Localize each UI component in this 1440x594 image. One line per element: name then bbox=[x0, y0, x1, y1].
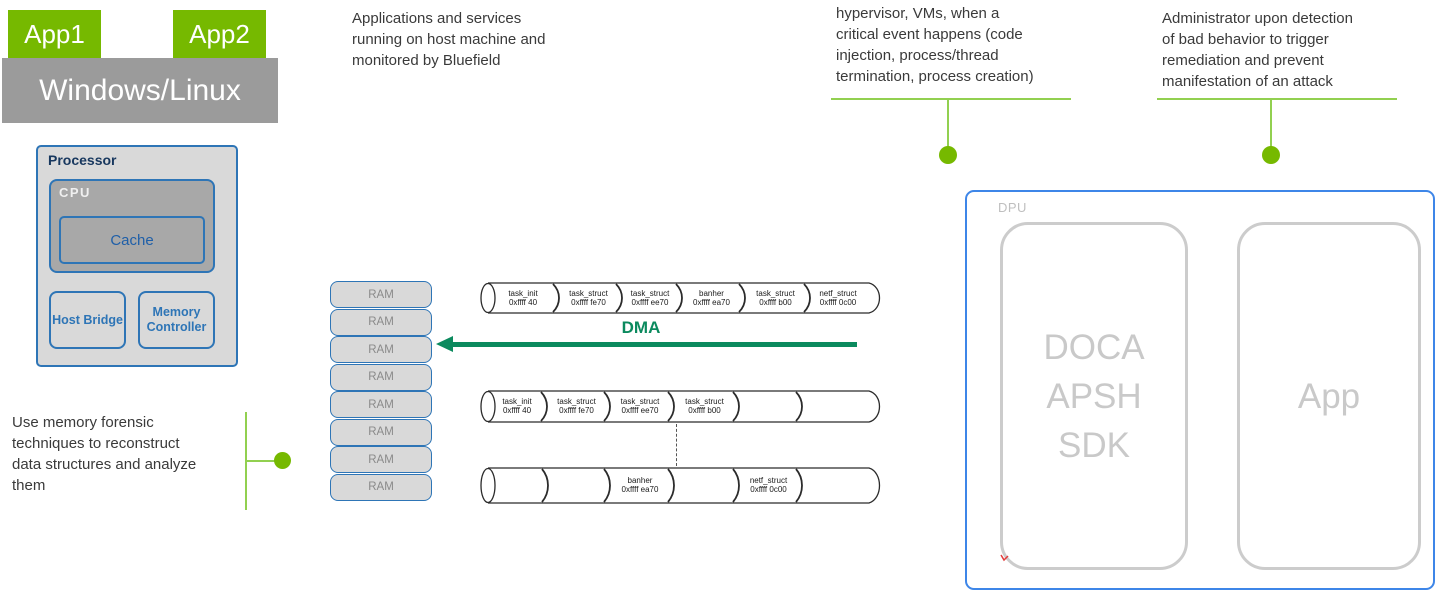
dpu-box: DPU DOCA APSH SDK App bbox=[965, 190, 1435, 590]
dma-label: DMA bbox=[621, 318, 661, 337]
doca-apsh-sdk-box: DOCA APSH SDK bbox=[1000, 222, 1188, 570]
host-app2-box: App2 bbox=[173, 10, 266, 58]
processor-box: Processor CPU Cache Host Bridge Memory C… bbox=[36, 145, 238, 367]
ram-box: RAM bbox=[330, 473, 432, 501]
host-app1-box: App1 bbox=[8, 10, 101, 58]
memory-struct-label: task_struct 0xffff ee70 bbox=[630, 288, 670, 307]
callout-dot-left bbox=[274, 452, 291, 469]
memory-struct-label: task_struct 0xffff ee70 bbox=[620, 397, 660, 415]
callout-underline-middle bbox=[831, 98, 1071, 100]
ram-box: RAM bbox=[330, 336, 432, 363]
cache-box: Cache bbox=[59, 216, 205, 264]
ram-box: RAM bbox=[330, 281, 432, 308]
annotation-administrator: Administrator upon detection of bad beha… bbox=[1162, 10, 1353, 90]
memory-struct-label: netf_struct 0xffff 0c00 bbox=[819, 288, 857, 307]
ram-box: RAM bbox=[330, 391, 432, 418]
annotation-applications: Applications and services running on hos… bbox=[352, 10, 546, 69]
callout-dot-right bbox=[1262, 146, 1280, 164]
annotation-hypervisor-events: hypervisor, VMs, when a critical event h… bbox=[836, 5, 1034, 85]
memory-struct-label: task_init 0xffff 40 bbox=[508, 288, 538, 307]
memory-struct-label: task_init 0xffff 40 bbox=[502, 397, 532, 415]
ram-box: RAM bbox=[330, 363, 432, 391]
callout-stem-middle bbox=[947, 98, 949, 148]
ram-box: RAM bbox=[330, 308, 432, 336]
memory-struct-label: banher 0xffff ea70 bbox=[621, 476, 659, 494]
dma-arrow-head bbox=[436, 336, 453, 352]
callout-stem-right bbox=[1270, 98, 1272, 148]
memory-struct-label: banher 0xffff ea70 bbox=[693, 288, 730, 307]
chain-dashed-connector bbox=[676, 424, 677, 466]
annotation-memory-forensic: Use memory forensic techniques to recons… bbox=[12, 414, 197, 494]
dpu-label: DPU bbox=[998, 200, 1027, 215]
memory-struct-label: task_struct 0xffff b00 bbox=[756, 288, 795, 307]
cpu-label: CPU bbox=[59, 185, 91, 200]
callout-stem-left bbox=[245, 460, 277, 462]
memory-struct-label: netf_struct 0xffff 0c00 bbox=[749, 476, 788, 494]
memory-struct-label: task_struct 0xffff b00 bbox=[685, 397, 724, 415]
callout-underline-right bbox=[1157, 98, 1397, 100]
dpu-app-box: App bbox=[1237, 222, 1421, 570]
dma-arrow-shaft bbox=[452, 342, 857, 347]
cpu-box: CPU Cache bbox=[49, 179, 215, 273]
ram-box: RAM bbox=[330, 446, 432, 473]
memory-controller-box: Memory Controller bbox=[138, 291, 215, 349]
callout-dot-middle bbox=[939, 146, 957, 164]
host-bridge-box: Host Bridge bbox=[49, 291, 126, 349]
memory-struct-label: task_struct 0xffff fe70 bbox=[557, 397, 596, 415]
red-mark bbox=[1000, 554, 1009, 562]
processor-label: Processor bbox=[48, 152, 117, 168]
windows-linux-bar: Windows/Linux bbox=[2, 58, 278, 123]
memory-struct-label: task_struct 0xffff fe70 bbox=[569, 288, 608, 307]
ram-box: RAM bbox=[330, 418, 432, 446]
